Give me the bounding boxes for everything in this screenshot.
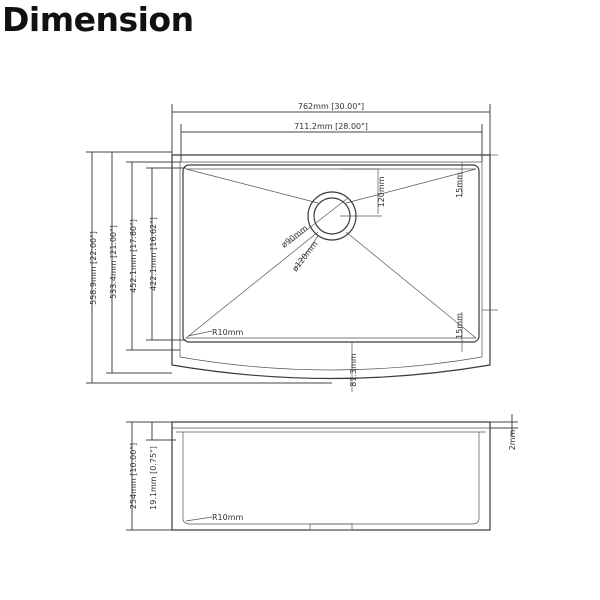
slope-line-bl <box>185 231 319 339</box>
slope-line-tl <box>185 168 319 204</box>
inner-width-label: 711.2mm [28.00"] <box>294 122 368 131</box>
corner-radius-side-leader <box>185 516 213 522</box>
ledge-top-label: 15mm <box>455 172 464 198</box>
drain-inner-label: ø90mm <box>280 223 310 249</box>
sink-inner-rim <box>179 161 483 371</box>
top-view: 762mm [30.00"] 711.2mm [28.00"] 558.9mm … <box>86 102 498 392</box>
side-drain-stub <box>309 523 353 531</box>
depth-533-label: 533.4mm [21.00"] <box>109 225 118 299</box>
drain-outer-label: ø120mm <box>290 239 319 273</box>
sink-outer-rim <box>171 154 491 380</box>
drain-offset-label: 120mm <box>377 176 386 207</box>
drain-inner-leader <box>289 197 349 244</box>
side-inner-bowl <box>182 432 480 525</box>
slope-line-tr <box>345 168 477 204</box>
flange-label: 2mm <box>508 429 517 450</box>
depth-452-label: 452.1mm [17.80"] <box>129 219 138 293</box>
side-view: 254mm [10.00"] 19.1mm [0.75"] 2mm R10mm <box>126 414 518 531</box>
sink-bowl-outline <box>182 164 480 343</box>
slope-line-br <box>345 231 477 339</box>
depth-422-label: 422.1mm [16.62"] <box>149 217 158 291</box>
drain-outer-leader <box>295 235 319 269</box>
page-title: Dimension <box>2 0 194 39</box>
corner-radius-leader-top <box>187 330 213 337</box>
height-label: 254mm [10.00"] <box>129 443 138 509</box>
corner-radius-side-label: R10mm <box>212 513 244 522</box>
corner-radius-top-label: R10mm <box>212 328 244 337</box>
overall-depth-label: 558.9mm [22.00"] <box>89 231 98 305</box>
rim-height-label: 19.1mm [0.75"] <box>149 446 158 510</box>
apron-depth-label: 81.3mm <box>349 353 358 387</box>
overall-width-label: 762mm [30.00"] <box>298 102 364 111</box>
ledge-bottom-label: 15mm <box>455 313 464 339</box>
